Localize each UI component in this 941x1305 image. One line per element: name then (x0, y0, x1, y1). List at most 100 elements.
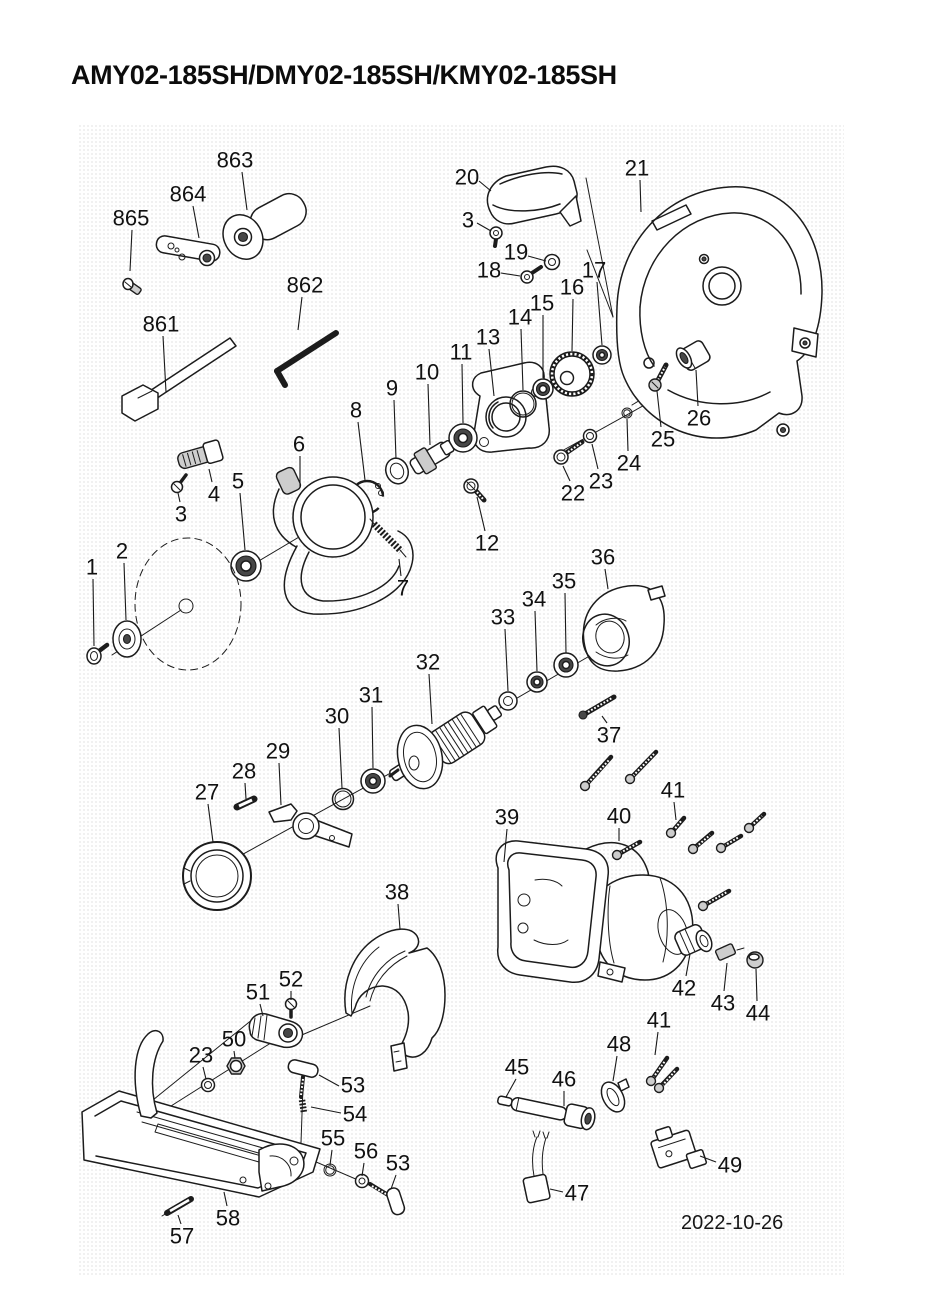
part-label-50: 50 (222, 1027, 246, 1052)
part-label-864: 864 (170, 182, 207, 207)
part-14-oring (509, 390, 537, 418)
part-43-carbon-brush (714, 943, 745, 961)
leader-line-9 (393, 399, 397, 460)
leader-line-8 (357, 421, 366, 481)
part-label-57: 57 (170, 1224, 194, 1249)
part-label-3-left: 3 (175, 502, 187, 527)
part-label-58: 58 (216, 1206, 240, 1231)
leader-line-13 (488, 348, 495, 397)
part-45-46-cord-guard (497, 1095, 596, 1131)
part-label-5: 5 (232, 469, 244, 494)
part-label-9: 9 (386, 376, 398, 401)
part-15-bearing (532, 378, 554, 400)
part-label-52: 52 (279, 967, 303, 992)
part-label-4: 4 (208, 482, 220, 507)
part-49-switch (650, 1126, 708, 1170)
leader-line-51 (259, 1003, 264, 1017)
part-label-51: 51 (246, 980, 270, 1005)
part-24-oring (621, 407, 633, 419)
leader-line-41-top (673, 801, 677, 821)
leader-line-864 (192, 205, 200, 239)
part-label-41-bottom: 41 (647, 1008, 671, 1033)
leader-line-58 (223, 1191, 228, 1207)
leader-line-23-bottom (202, 1066, 207, 1080)
part-label-862: 862 (287, 273, 324, 298)
part-9-ring (384, 457, 410, 485)
part-25-screw (648, 362, 669, 392)
part-53-wing-bolt-upper (287, 1059, 319, 1099)
part-18-screw (520, 265, 543, 284)
leader-line-45 (505, 1078, 517, 1098)
part-label-55: 55 (321, 1126, 345, 1151)
leader-line-56 (361, 1162, 365, 1177)
leader-line-43 (723, 962, 728, 992)
leader-line-32 (428, 673, 433, 725)
part-label-861: 861 (143, 312, 180, 337)
leader-line-5 (239, 492, 246, 551)
part-label-53-upper: 53 (341, 1073, 365, 1098)
leader-line-3-top (476, 222, 492, 232)
part-label-42: 42 (672, 976, 696, 1001)
part-label-40: 40 (607, 804, 631, 829)
part-label-47: 47 (565, 1181, 589, 1206)
part-56-washer (354, 1173, 370, 1189)
part-35-bearing (553, 652, 579, 678)
part-16-gear (549, 351, 595, 397)
part-label-23-mid: 23 (589, 469, 613, 494)
part-label-15: 15 (530, 291, 554, 316)
part-37-screw (578, 694, 617, 720)
part-41-screws-top (579, 749, 767, 912)
leader-line-42 (685, 953, 691, 977)
leader-line-39 (503, 828, 508, 863)
leader-line-33 (504, 628, 509, 692)
leader-line-29 (278, 762, 282, 806)
part-865-screw (122, 277, 142, 295)
leader-line-22 (562, 465, 571, 482)
part-34-bearing (526, 671, 548, 693)
part-label-7: 7 (397, 576, 409, 601)
leader-line-23-mid (591, 443, 599, 470)
part-label-19: 19 (504, 240, 528, 265)
part-22-screw (553, 439, 585, 465)
leader-line-54 (310, 1106, 342, 1114)
part-55-oring (323, 1163, 337, 1177)
leader-line-28 (244, 782, 247, 800)
part-3-screw-left (170, 473, 188, 494)
leader-line-30 (338, 727, 343, 789)
part-1-blade-bolt (86, 642, 110, 665)
part-label-29: 29 (266, 739, 290, 764)
part-label-865: 865 (113, 206, 150, 231)
leader-line-53-upper (318, 1074, 340, 1087)
saw-blade-outline (134, 537, 242, 671)
part-label-33: 33 (491, 605, 515, 630)
part-label-16: 16 (560, 275, 584, 300)
part-label-28: 28 (232, 759, 256, 784)
part-label-32: 32 (416, 650, 440, 675)
part-label-46: 46 (552, 1067, 576, 1092)
part-58-base-plate (81, 1030, 321, 1198)
part-label-10: 10 (415, 360, 439, 385)
part-53-wing-bolt-lower (368, 1182, 406, 1216)
part-864-plate (155, 235, 221, 267)
part-label-44: 44 (746, 1001, 770, 1026)
part-44-cap (746, 951, 764, 969)
leader-line-19 (527, 255, 547, 262)
leader-line-26 (695, 369, 699, 407)
leader-line-55 (329, 1149, 333, 1166)
part-7-spring (369, 518, 407, 558)
part-label-41-top: 41 (661, 778, 685, 803)
part-label-18: 18 (477, 258, 501, 283)
part-41-screws-bottom (645, 1055, 680, 1094)
part-10-spindle (409, 439, 455, 475)
part-23-washer-mid (582, 428, 598, 444)
part-861-rip-fence (121, 337, 237, 422)
leader-line-11 (461, 363, 464, 424)
leader-line-50 (233, 1050, 236, 1059)
part-20-motor-cap (486, 165, 582, 227)
part-label-31: 31 (359, 683, 383, 708)
leader-line-25 (656, 390, 662, 428)
leader-line-863 (241, 171, 248, 211)
